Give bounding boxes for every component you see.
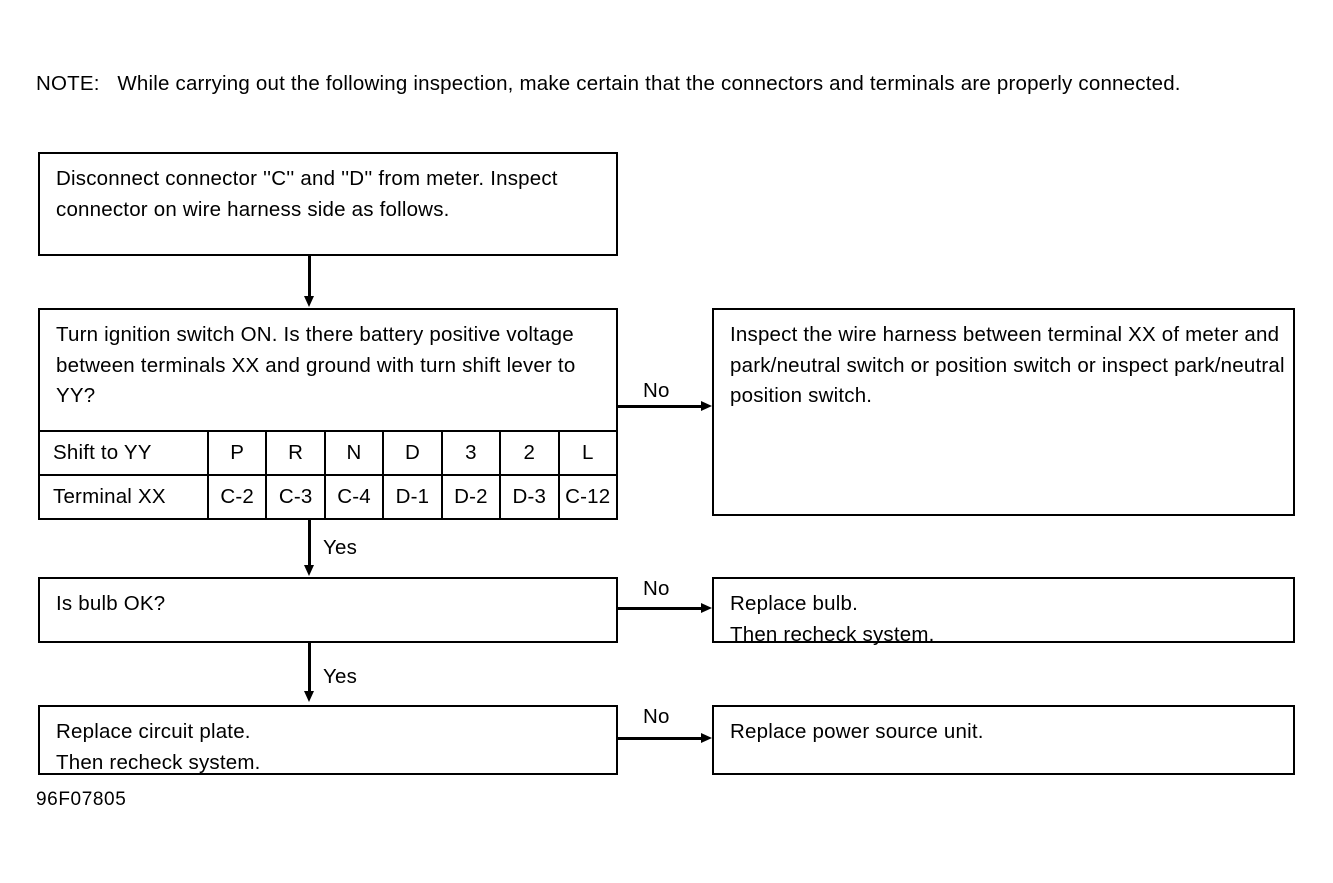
- note-label: NOTE:: [36, 72, 100, 95]
- result-box-replace-power-source-unit-text: Replace power source unit.: [730, 720, 984, 743]
- table-cell: C-3: [265, 474, 326, 519]
- result-box-inspect-wire-harness: Inspect the wire harness between termina…: [712, 308, 1295, 516]
- table-cell: P: [206, 432, 268, 476]
- note-text: While carrying out the following inspect…: [117, 72, 1181, 95]
- arrowhead-question-to-harness: [701, 400, 712, 411]
- table-row-header: Terminal XX: [39, 474, 209, 519]
- table-row-header: Shift to YY: [39, 432, 209, 476]
- arrowhead-disconnect-to-question: [303, 296, 314, 307]
- result-box-replace-power-source-unit: Replace power source unit.: [712, 705, 1295, 775]
- connector-question-to-bulb: [308, 519, 311, 567]
- table-cell: N: [323, 432, 385, 476]
- edge-label-yes-1: Yes: [323, 536, 358, 559]
- connector-question-to-harness: [618, 405, 701, 408]
- decision-box-battery-voltage-text: Turn ignition switch ON. Is there batter…: [56, 323, 581, 407]
- note-paragraph: NOTE: While carrying out the following i…: [36, 68, 1298, 99]
- table-row: Shift to YY P R N D 3 2 L: [39, 432, 617, 476]
- arrowhead-circuit-plate-to-power-source: [701, 732, 712, 743]
- arrowhead-bulb-to-circuit-plate: [303, 691, 314, 702]
- edge-label-yes-2: Yes: [323, 665, 358, 688]
- connector-disconnect-to-question: [308, 256, 311, 298]
- result-box-replace-circuit-plate: Replace circuit plate. Then recheck syst…: [38, 705, 618, 775]
- table-cell: D-2: [440, 474, 502, 519]
- decision-box-bulb-ok: Is bulb OK?: [38, 577, 618, 643]
- table-cell: D: [382, 432, 443, 476]
- figure-id-label: 96F07805: [36, 789, 127, 810]
- decision-box-bulb-ok-text: Is bulb OK?: [56, 592, 166, 615]
- table-cell: 2: [499, 432, 560, 476]
- edge-label-no-3: No: [643, 705, 670, 728]
- shift-terminal-table: Shift to YY P R N D 3 2 L Terminal XX C-…: [38, 432, 618, 520]
- table-cell: 3: [440, 432, 502, 476]
- table-cell: C-2: [206, 474, 268, 519]
- table-cell: D-3: [499, 474, 560, 519]
- connector-circuit-plate-to-power-source: [618, 737, 701, 740]
- arrowhead-bulb-to-replace-bulb: [701, 602, 712, 613]
- table-cell: C-12: [557, 474, 617, 519]
- edge-label-no-2: No: [643, 577, 670, 600]
- edge-label-no-1: No: [643, 379, 670, 402]
- connector-bulb-to-replace-bulb: [618, 607, 701, 610]
- arrowhead-question-to-bulb: [303, 565, 314, 576]
- decision-box-battery-voltage: Turn ignition switch ON. Is there batter…: [38, 308, 618, 432]
- table-row: Terminal XX C-2 C-3 C-4 D-1 D-2 D-3 C-12: [39, 474, 617, 519]
- result-box-inspect-wire-harness-text: Inspect the wire harness between termina…: [730, 323, 1291, 407]
- step-box-disconnect-connector-text: Disconnect connector ''C'' and ''D'' fro…: [56, 167, 564, 221]
- result-box-replace-circuit-plate-text: Replace circuit plate. Then recheck syst…: [56, 720, 261, 774]
- step-box-disconnect-connector: Disconnect connector ''C'' and ''D'' fro…: [38, 152, 618, 256]
- table-cell: D-1: [382, 474, 443, 519]
- result-box-replace-bulb: Replace bulb. Then recheck system.: [712, 577, 1295, 646]
- table-cell: C-4: [323, 474, 385, 519]
- connector-bulb-to-circuit-plate: [308, 643, 311, 693]
- result-box-replace-bulb-text: Replace bulb. Then recheck system.: [730, 592, 935, 646]
- table-cell: L: [557, 432, 617, 476]
- table-cell: R: [265, 432, 326, 476]
